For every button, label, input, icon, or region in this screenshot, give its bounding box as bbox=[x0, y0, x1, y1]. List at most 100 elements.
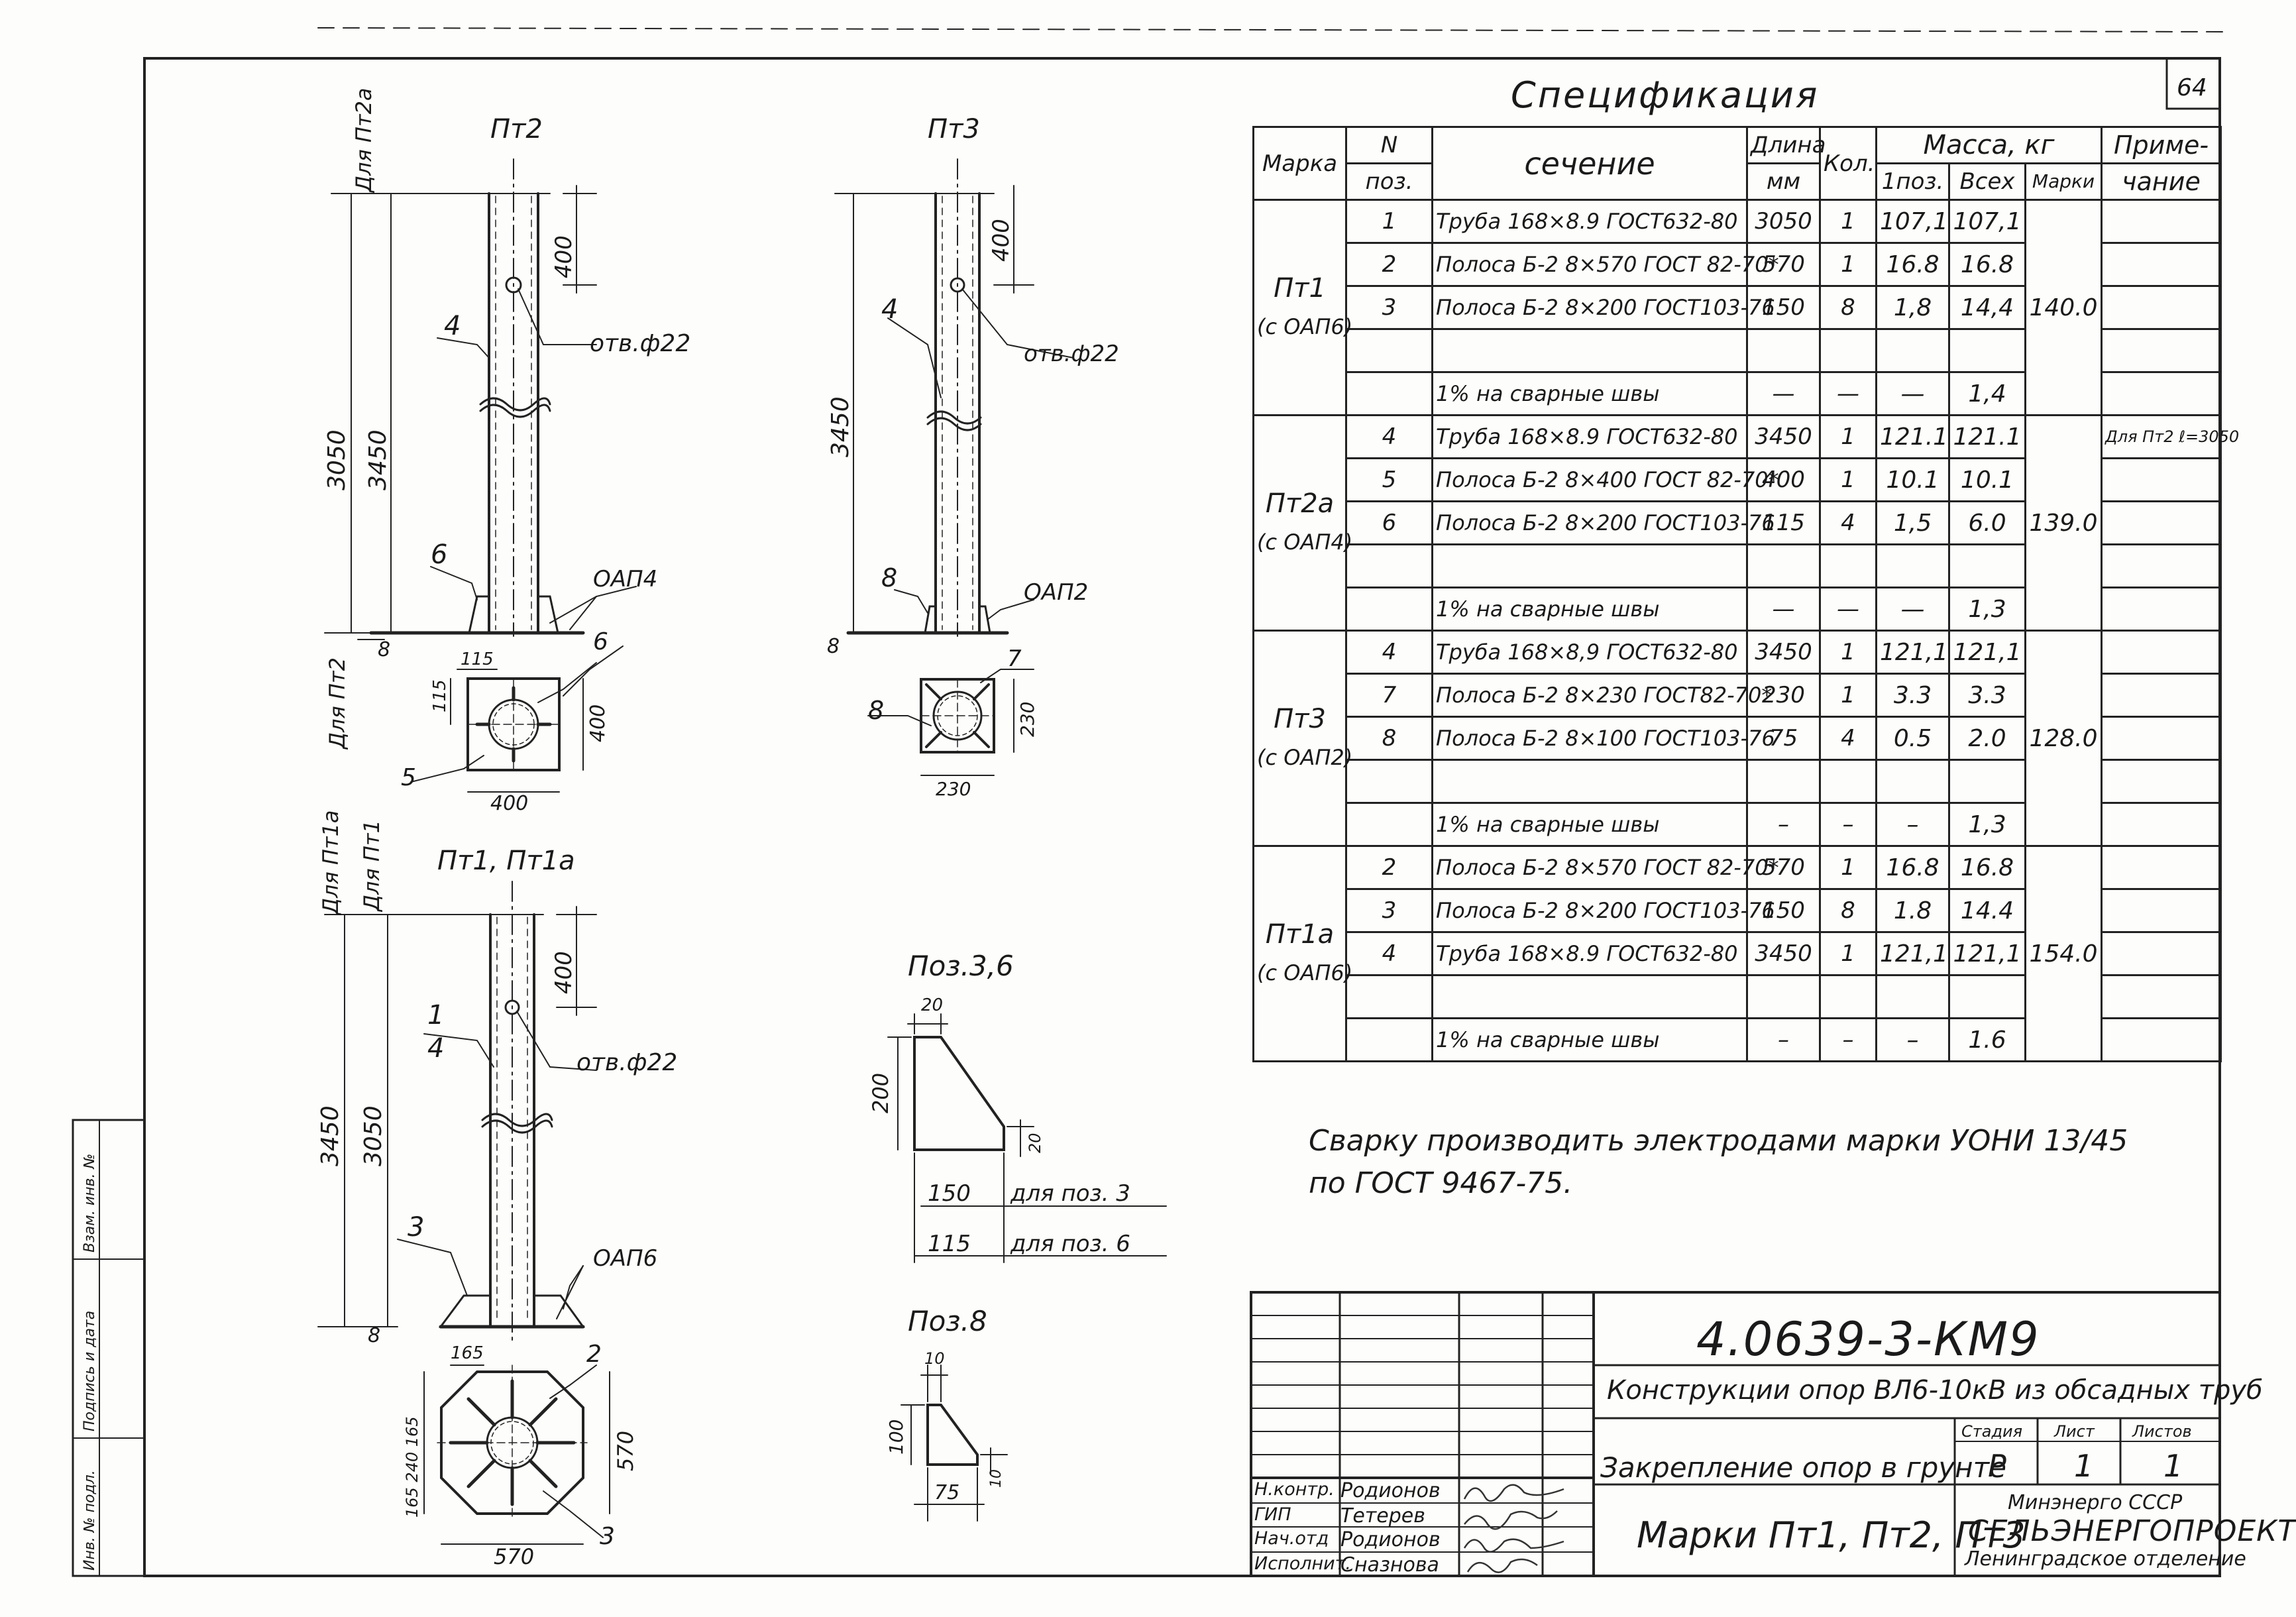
spec-mass-mark: 128.0 bbox=[2024, 630, 2103, 847]
pt3-plan-230h: 230 bbox=[1016, 702, 1038, 737]
spec-section: Полоса Б-2 8×200 ГОСТ103-76 bbox=[1431, 888, 1775, 933]
spec-qty: 1 bbox=[1819, 242, 1877, 287]
pt1-plan-570h: 570 bbox=[613, 1431, 638, 1471]
pt1-pos-3: 3 bbox=[408, 1212, 424, 1243]
sheet-subject: Закрепление опор в грунте bbox=[1600, 1451, 2006, 1484]
spec-section: 1% на сварные швы bbox=[1431, 371, 1748, 416]
welding-note-line-1: Сварку производить электродами марки УОН… bbox=[1309, 1124, 2128, 1158]
spec-section: Труба 168×8.9 ГОСТ632-80 bbox=[1431, 414, 1748, 459]
org-institute: СЕЛЬЭНЕРГОПРОЕКТ bbox=[1968, 1514, 2296, 1548]
spec-length: 3450 bbox=[1746, 630, 1821, 675]
sheet-number-box bbox=[2165, 57, 2221, 110]
pt3-dim-400: 400 bbox=[988, 219, 1014, 262]
spec-mass-pos: 1,8 bbox=[1875, 285, 1950, 330]
spec-section: Полоса Б-2 8×200 ГОСТ103-76 bbox=[1431, 285, 1775, 330]
spec-mass-all: 1,3 bbox=[1948, 802, 2026, 847]
spec-mass-all bbox=[1948, 974, 2026, 1019]
spec-qty: 1 bbox=[1819, 845, 1877, 890]
pt3-plan-8: 8 bbox=[868, 696, 884, 725]
spec-pos: 7 bbox=[1345, 673, 1433, 718]
pt3-hole: отв.ф22 bbox=[1024, 341, 1119, 367]
spec-note bbox=[2101, 802, 2222, 847]
spec-length: 3450 bbox=[1746, 414, 1821, 459]
spec-qty: 4 bbox=[1819, 500, 1877, 545]
pt1-pos-1: 1 bbox=[427, 1000, 444, 1031]
spec-mass-all: 121.1 bbox=[1948, 414, 2026, 459]
pt1-for-1: Для Пт1 bbox=[359, 820, 384, 913]
spec-section bbox=[1431, 328, 1748, 373]
spec-qty: — bbox=[1819, 586, 1877, 632]
pt3-pos-4: 4 bbox=[881, 294, 898, 325]
hdr-mass-mark: Марки bbox=[2024, 162, 2103, 201]
spec-note bbox=[2101, 371, 2222, 416]
pt3-base: ОАП2 bbox=[1024, 579, 1088, 606]
spec-qty bbox=[1819, 974, 1877, 1019]
spec-pos bbox=[1345, 974, 1433, 1019]
spec-section: Полоса Б-2 8×100 ГОСТ103-76 bbox=[1431, 716, 1775, 761]
pt2-plan-115b: 115 bbox=[430, 679, 450, 712]
pt1-plan-570w: 570 bbox=[494, 1544, 534, 1569]
pos36-d20b: 20 bbox=[1026, 1133, 1044, 1153]
spec-length bbox=[1746, 974, 1821, 1019]
hdr-qty: Кол. bbox=[1819, 126, 1877, 201]
spec-mass-all: 121,1 bbox=[1948, 931, 2026, 976]
pt1-dim-3450: 3450 bbox=[317, 1105, 344, 1166]
pt3-dim-3450: 3450 bbox=[827, 396, 854, 457]
spec-length: 3450 bbox=[1746, 931, 1821, 976]
spec-section: 1% на сварные швы bbox=[1431, 586, 1748, 632]
spec-qty: 1 bbox=[1819, 673, 1877, 718]
spec-section: 1% на сварные швы bbox=[1431, 802, 1748, 847]
drawing-pos36 bbox=[887, 1013, 1167, 1263]
person-nach-otd: Родионов bbox=[1340, 1528, 1441, 1551]
spec-section bbox=[1431, 543, 1748, 588]
spec-length: 115 bbox=[1746, 500, 1821, 545]
spec-mass-pos bbox=[1875, 759, 1950, 804]
pt2-for-top: Для Пт2а bbox=[351, 87, 376, 194]
spec-row: 1% на сварные швы–––1.6 bbox=[1254, 1017, 2222, 1062]
spec-qty: 1 bbox=[1819, 931, 1877, 976]
tb-stage: Р bbox=[1988, 1448, 2006, 1484]
pos36-for3: для поз. 3 bbox=[1010, 1180, 1130, 1207]
spec-section: Полоса Б-2 8×570 ГОСТ 82-70* bbox=[1431, 845, 1779, 890]
spec-note bbox=[2101, 500, 2222, 545]
spec-length: – bbox=[1746, 802, 1821, 847]
spec-mark: Пт2а bbox=[1265, 488, 1335, 519]
spec-length: 230 bbox=[1746, 673, 1821, 718]
tb-sheet: 1 bbox=[2074, 1448, 2093, 1484]
spec-mass-all: 14,4 bbox=[1948, 285, 2026, 330]
spec-mass-all bbox=[1948, 328, 2026, 373]
title-block-grid bbox=[1250, 1291, 2221, 1577]
spec-note bbox=[2101, 586, 2222, 632]
spec-mass-pos: 1.8 bbox=[1875, 888, 1950, 933]
spec-header-row-2: поз. мм 1поз. Всех Марки чание bbox=[1254, 162, 2222, 201]
pos8-d10: 10 bbox=[924, 1349, 945, 1368]
spec-pos: 1 bbox=[1345, 199, 1433, 244]
spec-qty: 8 bbox=[1819, 888, 1877, 933]
spec-mark-cell: Пт3(с ОАП2) bbox=[1252, 630, 1352, 847]
spec-length: 400 bbox=[1746, 457, 1821, 502]
pt2-plan-400h: 400 bbox=[586, 704, 610, 742]
spec-mass-all bbox=[1948, 759, 2026, 804]
spec-note bbox=[2101, 673, 2222, 718]
pt1-hole: отв.ф22 bbox=[576, 1049, 677, 1076]
pt3-plan-230w: 230 bbox=[936, 778, 971, 800]
spec-qty: – bbox=[1819, 802, 1877, 847]
spec-length: 150 bbox=[1746, 888, 1821, 933]
pt1-plan-3: 3 bbox=[600, 1523, 615, 1550]
spec-section bbox=[1431, 974, 1748, 1019]
spec-pos bbox=[1345, 802, 1433, 847]
hdr-length-1: Длина bbox=[1746, 126, 1826, 164]
spec-mass-pos: — bbox=[1875, 371, 1950, 416]
spec-mark-cell: Пт1(с ОАП6) bbox=[1252, 199, 1352, 416]
pt1-pos-4: 4 bbox=[427, 1033, 444, 1064]
pt2-base: ОАП4 bbox=[593, 566, 657, 592]
spec-note bbox=[2101, 285, 2222, 330]
spec-note bbox=[2101, 242, 2222, 287]
